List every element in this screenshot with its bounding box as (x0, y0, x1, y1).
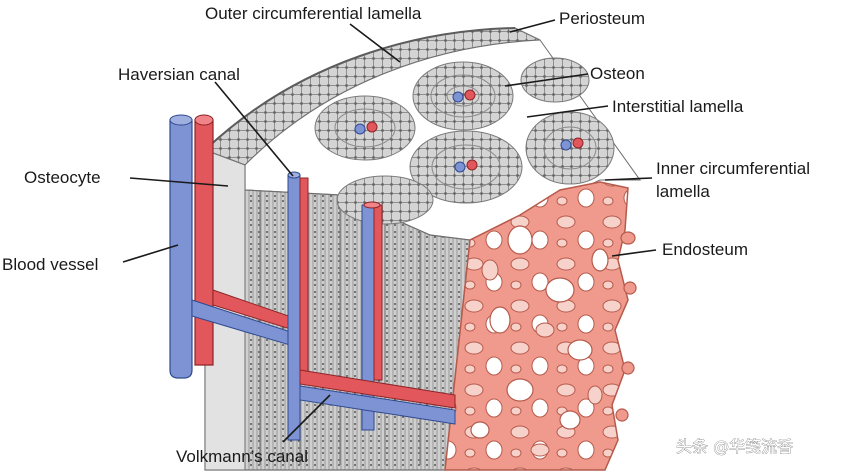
osteon (520, 57, 590, 103)
osteon (336, 175, 434, 225)
label-inner-circumferential-lamella-line1: Inner circumferential (656, 159, 810, 178)
blood-vessels (169, 114, 456, 441)
label-endosteum: Endosteum (662, 240, 748, 259)
label-periosteum: Periosteum (559, 9, 645, 28)
osteon (412, 61, 514, 131)
label-outer-circumferential-lamella: Outer circumferential lamella (205, 4, 422, 23)
blood-vessel-vein (169, 119, 193, 379)
label-blood-vessel: Blood vessel (2, 255, 98, 274)
label-osteon: Osteon (590, 64, 645, 83)
leader-endosteum (611, 249, 657, 257)
leader-periosteum (509, 19, 556, 33)
leader-lines (122, 19, 657, 443)
leader-blood-vessel (122, 244, 179, 263)
watermark-text: 头条 @华笺流香 (676, 437, 793, 456)
spongy-bone (444, 181, 637, 471)
osteon (409, 130, 523, 204)
label-inner-circumferential-lamella-line2: lamella (656, 182, 710, 201)
haversian-canal-artery (464, 89, 476, 101)
label-haversian-canal: Haversian canal (118, 65, 240, 84)
watermark: 头条 @华笺流香 (676, 437, 794, 457)
haversian-canal-vein (452, 91, 464, 103)
osteon (314, 95, 416, 161)
osteon-group (314, 57, 615, 225)
label-volkmanns-canal: Volkmann’s canal (176, 447, 308, 466)
leader-osteocyte (129, 177, 229, 187)
leader-volkmanns-canal (282, 394, 331, 443)
leader-inner-circumferential-lamella (604, 177, 653, 181)
leader-interstitial-lamella (526, 105, 609, 118)
label-osteocyte: Osteocyte (24, 168, 101, 187)
blood-vessel-artery (194, 119, 214, 366)
osteon (525, 111, 615, 185)
leader-osteon (504, 73, 589, 87)
label-interstitial-lamella: Interstitial lamella (612, 97, 744, 116)
leader-haversian-canal (214, 81, 294, 177)
labels: Outer circumferential lamella Periosteum… (2, 4, 810, 466)
leader-outer-circumferential-lamella (349, 23, 401, 63)
